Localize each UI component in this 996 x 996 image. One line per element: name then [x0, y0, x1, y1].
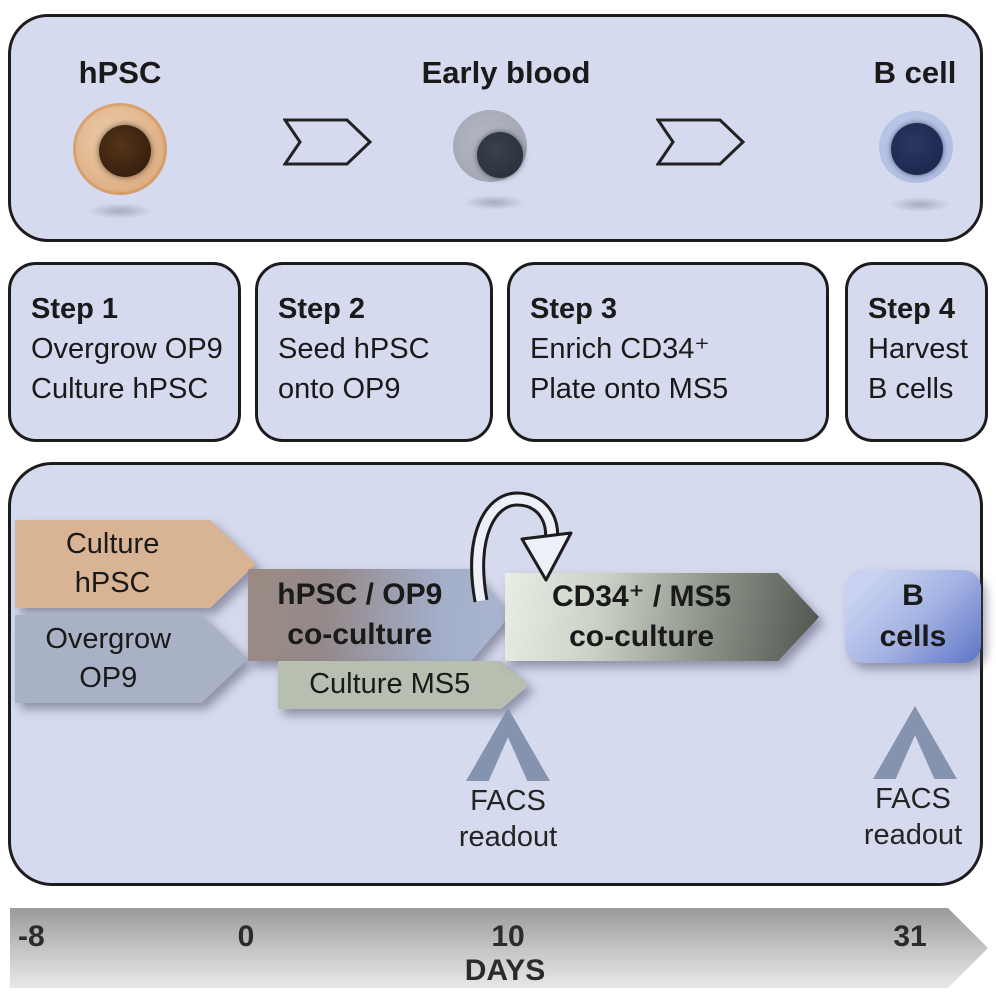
overgrow-op9-line-2: OP9 [79, 662, 138, 694]
early-blood-cell-reflection [463, 195, 525, 210]
culture-hpsc-banner: Culture hPSC [15, 520, 256, 608]
axis-tick-minus8: -8 [18, 920, 45, 953]
overgrow-op9-banner: Overgrow OP9 [15, 615, 248, 703]
stage-label-b-cell: B cell [873, 55, 957, 90]
step-2-line-2: onto OP9 [278, 373, 401, 406]
overgrow-op9-line-1: Overgrow [45, 622, 172, 655]
step-2-box: Step 2 Seed hPSC onto OP9 [255, 262, 493, 442]
axis-tick-0: 0 [237, 920, 255, 953]
hpsc-cell-icon [73, 103, 167, 195]
stage-label-hpsc: hPSC [78, 55, 162, 90]
step-3-title: Step 3 [530, 293, 618, 325]
b-cell-nucleus [891, 123, 943, 175]
hpsc-op9-line-1: hPSC / OP9 [277, 577, 443, 611]
hpsc-cell-reflection [87, 203, 153, 219]
step-1-line-2: Culture hPSC [31, 373, 209, 406]
step-4-title: Step 4 [868, 293, 956, 325]
culture-ms5-label: Culture MS5 [309, 668, 471, 701]
culture-ms5-banner: Culture MS5 [278, 661, 529, 709]
step-3-line-2: Plate onto MS5 [530, 373, 729, 406]
b-cells-line-2: cells [879, 619, 947, 653]
facs-readout-label-2: FACS readout [864, 781, 962, 854]
step-3-line-1: Enrich CD34⁺ [530, 333, 710, 366]
b-cells-line-1: B [902, 579, 924, 612]
step-4-line-2: B cells [868, 373, 954, 406]
step-1-line-1: Overgrow OP9 [31, 333, 223, 366]
step-3-box: Step 3 Enrich CD34⁺ Plate onto MS5 [507, 262, 829, 442]
cd34-ms5-coculture-banner: CD34⁺ / MS5 co-culture [505, 573, 819, 661]
axis-tick-10: 10 [491, 920, 525, 953]
early-blood-cell-icon [453, 110, 527, 182]
days-axis-arrow: -8 0 10 31 DAYS [10, 908, 988, 988]
step-1-box: Step 1 Overgrow OP9 Culture hPSC [8, 262, 241, 442]
facs-line-2: readout [458, 821, 558, 854]
step-4-box: Step 4 Harvest B cells [845, 262, 988, 442]
facs-readout-label-1: FACS readout [459, 783, 557, 856]
step-1-title: Step 1 [31, 293, 119, 325]
hpsc-cell-nucleus [99, 125, 151, 177]
culture-hpsc-line-2: hPSC [74, 567, 151, 599]
facs-line-1: FACS [470, 785, 546, 817]
b-cell-reflection [889, 197, 951, 212]
step-2-line-1: Seed hPSC [278, 333, 430, 366]
progress-chevron-icon-1 [283, 118, 373, 166]
step-4-line-1: Harvest [868, 333, 968, 366]
early-blood-cell-nucleus [477, 132, 523, 178]
stage-label-early-blood: Early blood [421, 55, 591, 90]
facs-marker-chevron-icon-2 [873, 706, 957, 779]
facs-line-2: readout [863, 819, 963, 852]
cd34-ms5-line-1: CD34⁺ / MS5 [551, 579, 732, 613]
step-2-title: Step 2 [278, 293, 366, 325]
overview-panel: hPSC Early blood B cell [8, 14, 983, 242]
culture-hpsc-line-1: Culture [65, 527, 160, 560]
hpsc-op9-coculture-banner: hPSC / OP9 co-culture [248, 569, 511, 661]
axis-days-label: DAYS [464, 954, 546, 987]
b-cell-icon [879, 111, 953, 183]
cd34-ms5-line-2: co-culture [569, 620, 715, 653]
timeline-panel: Culture hPSC Overgrow OP9 hPSC / OP9 co-… [8, 462, 983, 886]
axis-tick-31: 31 [893, 920, 927, 953]
facs-marker-chevron-icon-1 [466, 708, 550, 781]
facs-line-1: FACS [875, 783, 951, 815]
progress-chevron-icon-2 [656, 118, 746, 166]
passage-loop-arrow-icon [470, 491, 573, 603]
hpsc-op9-line-2: co-culture [287, 618, 433, 651]
b-cells-box: B cells [845, 570, 981, 663]
